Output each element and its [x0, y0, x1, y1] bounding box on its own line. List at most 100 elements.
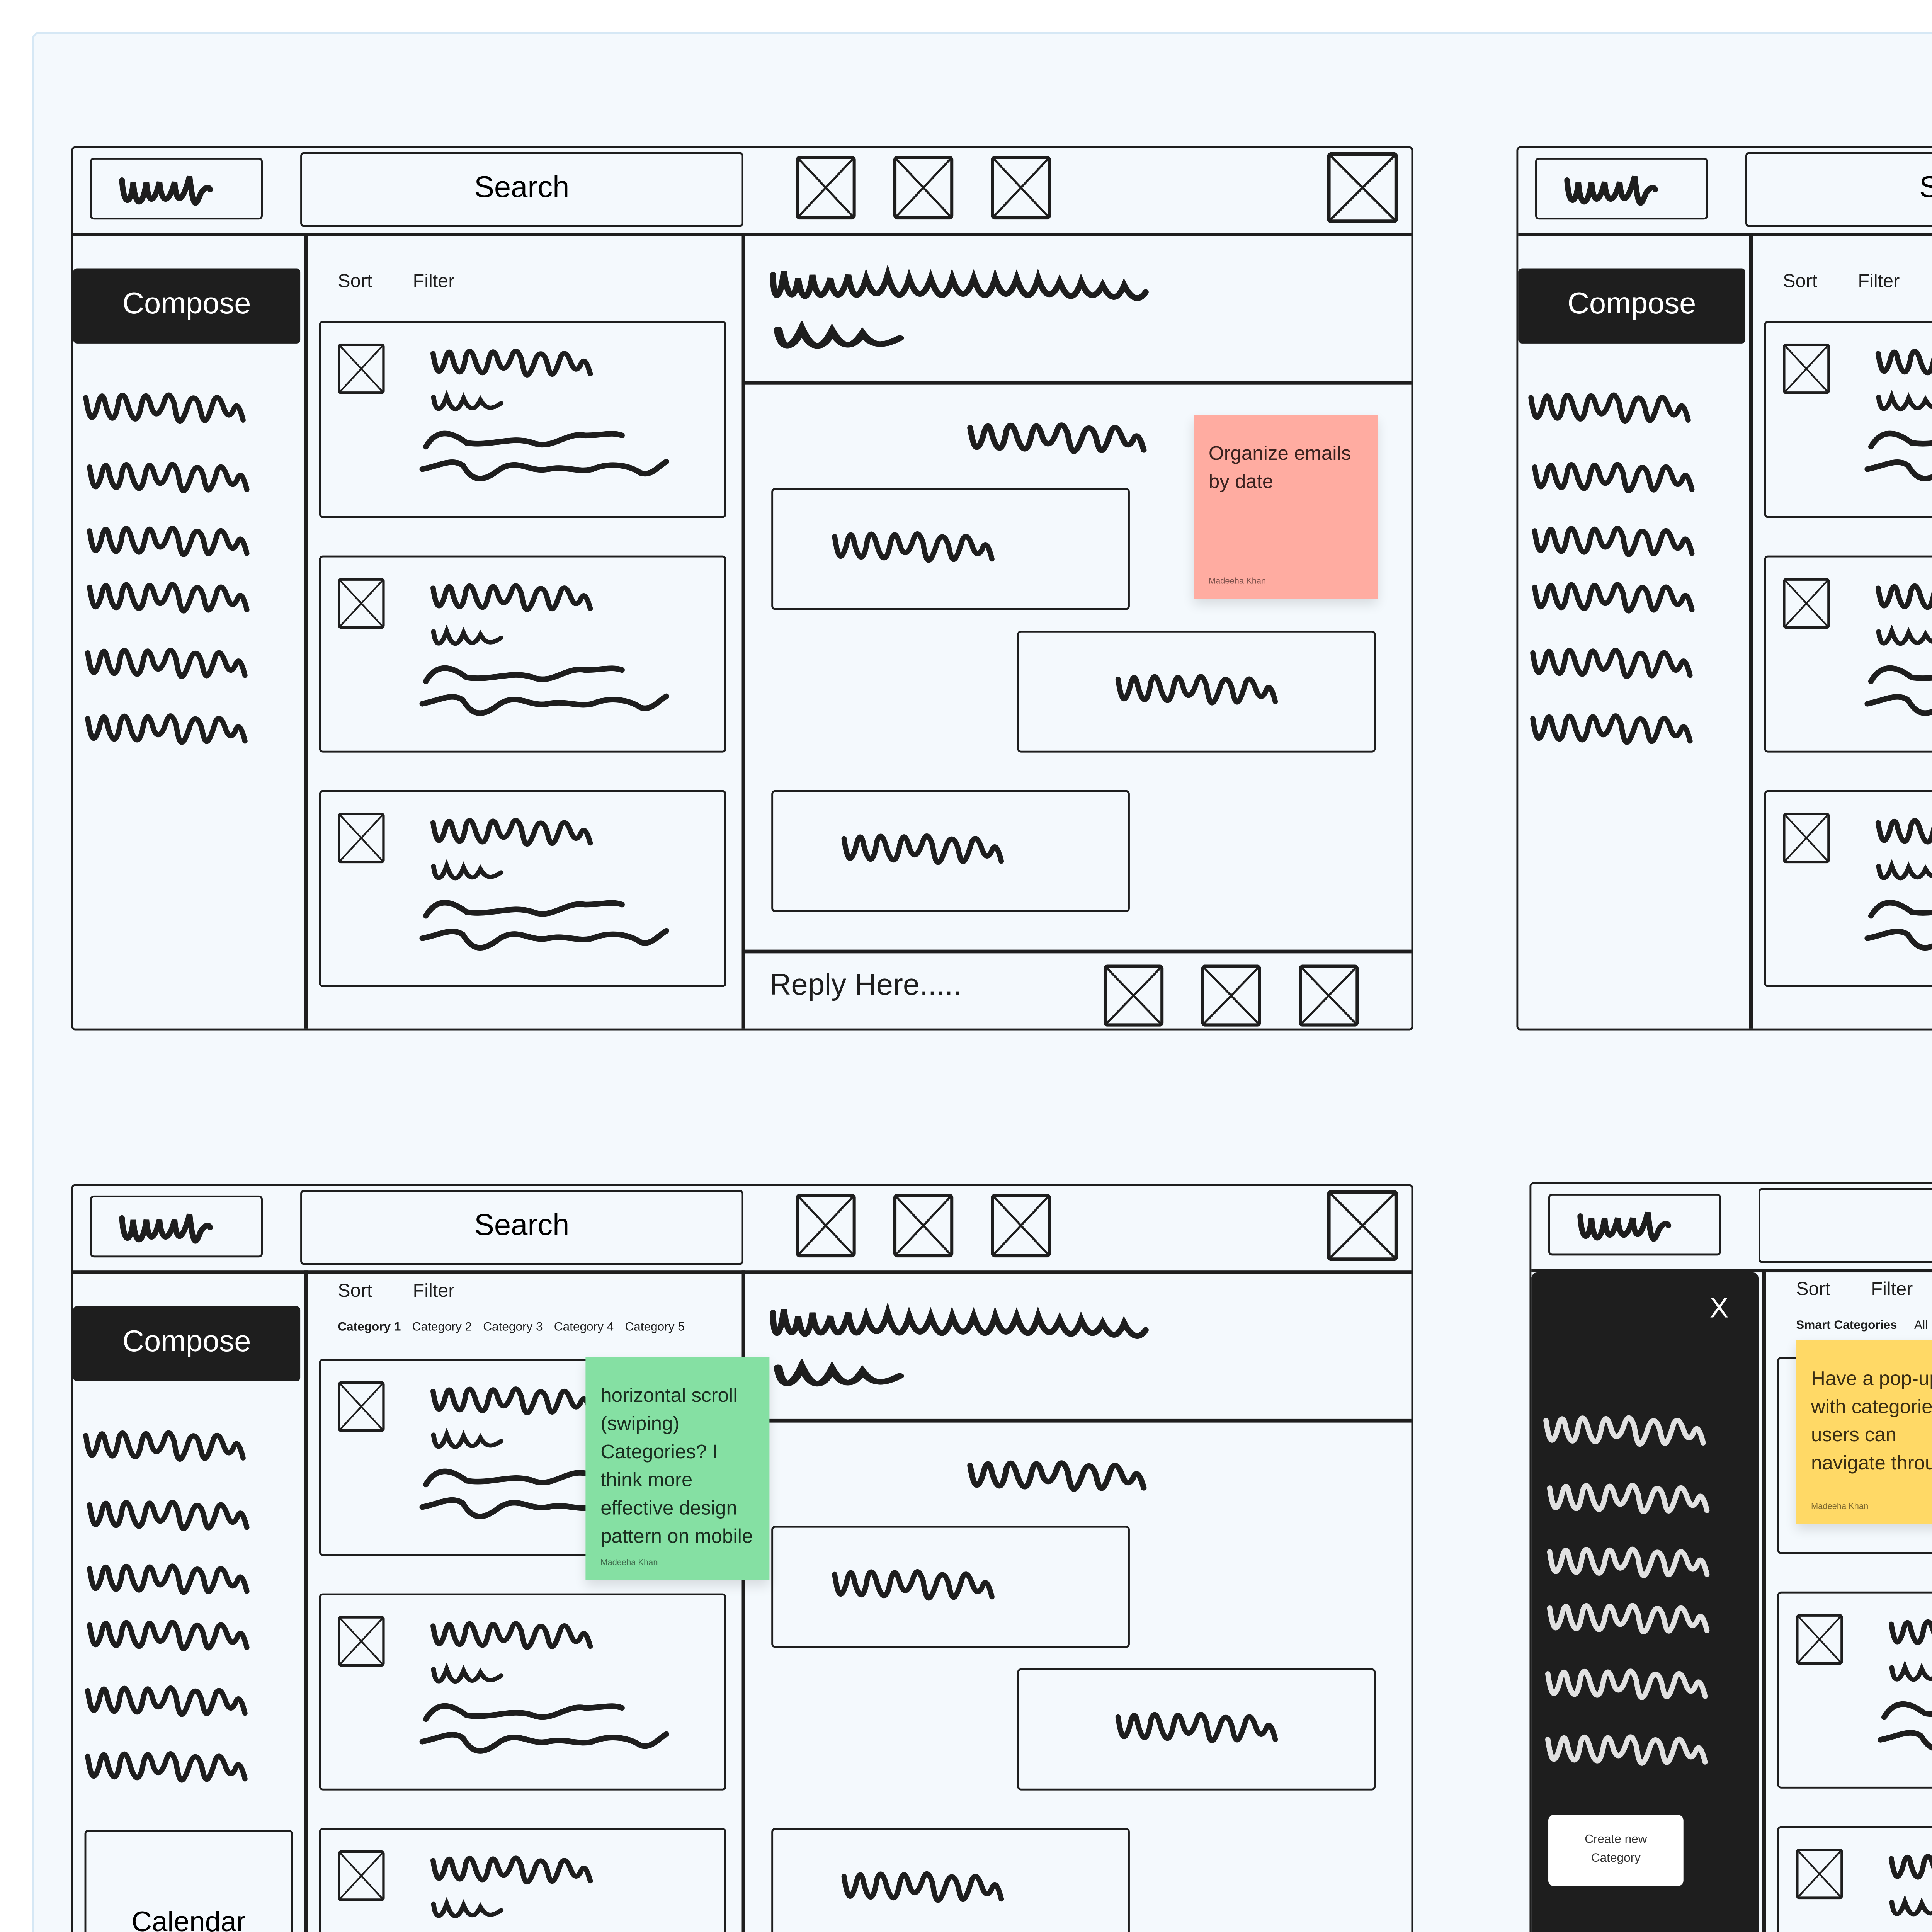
profile-icon[interactable]: [1327, 152, 1398, 223]
toolbar-icon-2[interactable]: [893, 1194, 953, 1257]
category-tab-3[interactable]: Category 3: [483, 1321, 543, 1335]
category-item-4[interactable]: [1546, 1595, 1726, 1640]
compose-button[interactable]: Compose: [73, 1306, 301, 1381]
toolbar-icon-3[interactable]: [991, 1194, 1051, 1257]
filter-button[interactable]: Filter: [1871, 1280, 1913, 1301]
folder-item-6[interactable]: [85, 1743, 265, 1789]
email-card-2[interactable]: [319, 555, 726, 753]
search-bar[interactable]: Search: [1745, 152, 1932, 227]
logo-scribble-icon: [118, 171, 231, 208]
folder-item-2[interactable]: [1531, 454, 1711, 499]
email-card-1[interactable]: [1764, 321, 1932, 518]
sticky-note-organize[interactable]: Organize emails by date Madeeha Khan: [1194, 415, 1378, 599]
logo[interactable]: [1548, 1194, 1721, 1256]
email-card-3[interactable]: [319, 1828, 726, 1932]
logo-scribble-icon: [1563, 171, 1676, 208]
folder-item-1[interactable]: [83, 1423, 263, 1468]
email-subject: [430, 1897, 505, 1920]
email-card-2[interactable]: [1764, 555, 1932, 753]
category-item-2[interactable]: [1546, 1475, 1726, 1520]
folder-item-3[interactable]: [1531, 518, 1711, 563]
category-item-3[interactable]: [1546, 1539, 1726, 1584]
reply-icon-3[interactable]: [1299, 964, 1359, 1026]
folder-item-4[interactable]: [86, 1612, 266, 1657]
folder-item-5[interactable]: [1529, 640, 1709, 685]
email-sender: [430, 1849, 610, 1890]
folder-item-3[interactable]: [86, 1556, 266, 1601]
sort-button[interactable]: Sort: [338, 272, 372, 293]
message-bubble-1[interactable]: [771, 1526, 1130, 1648]
message-bubble-3[interactable]: [771, 1828, 1130, 1932]
folder-item-5[interactable]: [85, 1678, 265, 1723]
close-drawer-button[interactable]: X: [1709, 1293, 1729, 1325]
email-card-3[interactable]: [319, 790, 726, 987]
filter-button[interactable]: Filter: [413, 1282, 455, 1303]
smart-categories-tab[interactable]: Smart Categories: [1796, 1319, 1897, 1333]
email-preview: [1877, 1691, 1932, 1755]
sort-button[interactable]: Sort: [1783, 272, 1818, 293]
folder-item-6[interactable]: [1529, 706, 1709, 751]
compose-button[interactable]: Compose: [73, 268, 301, 344]
toolbar-icon-2[interactable]: [893, 156, 953, 219]
categories-drawer: X Create new Category: [1531, 1272, 1759, 1932]
logo[interactable]: [1535, 157, 1708, 220]
email-subject: [1888, 1661, 1932, 1683]
message-bubble-2[interactable]: [1017, 1668, 1376, 1791]
email-card-2[interactable]: [319, 1593, 726, 1791]
email-card-2[interactable]: [1777, 1591, 1932, 1789]
category-item-1[interactable]: [1543, 1408, 1723, 1453]
search-bar[interactable]: Search: [1759, 1188, 1932, 1263]
email-preview: [1864, 655, 1932, 719]
category-tab-4[interactable]: Category 4: [554, 1321, 614, 1335]
email-card-3[interactable]: [1777, 1826, 1932, 1932]
reply-icon-2[interactable]: [1201, 964, 1261, 1026]
calendar-button[interactable]: Calendar: [84, 1830, 293, 1932]
all-tab[interactable]: All: [1914, 1319, 1928, 1333]
folder-item-3[interactable]: [86, 518, 266, 563]
folder-item-1[interactable]: [83, 385, 263, 430]
folder-item-4[interactable]: [86, 574, 266, 619]
folder-item-1[interactable]: [1528, 385, 1708, 430]
email-card-3[interactable]: [1764, 790, 1932, 987]
search-bar[interactable]: Search: [300, 152, 743, 227]
folder-item-2[interactable]: [86, 454, 266, 499]
sticky-text: Have a pop-up with categories users can …: [1811, 1368, 1932, 1475]
category-tab-2[interactable]: Category 2: [412, 1321, 472, 1335]
category-tab-1[interactable]: Category 1: [338, 1321, 401, 1335]
reply-input[interactable]: Reply Here.....: [769, 970, 962, 1002]
list-divider: [741, 233, 744, 1029]
email-card-1[interactable]: [319, 321, 726, 518]
message-subject: [769, 265, 1163, 306]
sort-button[interactable]: Sort: [338, 1282, 372, 1303]
folder-item-6[interactable]: [85, 706, 265, 751]
email-avatar-icon: [1783, 813, 1830, 863]
message-bubble-1[interactable]: [771, 488, 1130, 610]
folder-item-5[interactable]: [85, 640, 265, 685]
sidebar-divider: [304, 233, 307, 1029]
toolbar-icon-1[interactable]: [796, 1194, 855, 1257]
category-item-6[interactable]: [1544, 1726, 1725, 1772]
sticky-note-popup-categories[interactable]: Have a pop-up with categories users can …: [1796, 1340, 1932, 1524]
search-bar[interactable]: Search: [300, 1190, 743, 1265]
message-bubble-3[interactable]: [771, 790, 1130, 912]
filter-button[interactable]: Filter: [1858, 272, 1900, 293]
category-item-5[interactable]: [1544, 1661, 1725, 1706]
profile-icon[interactable]: [1327, 1190, 1398, 1261]
toolbar-icon-3[interactable]: [991, 156, 1051, 219]
folder-item-2[interactable]: [86, 1492, 266, 1537]
sticky-note-horizontal-scroll[interactable]: horizontal scroll (swiping) Categories? …: [585, 1357, 770, 1580]
category-tab-5[interactable]: Category 5: [625, 1321, 685, 1335]
message-sender: [771, 321, 906, 351]
sort-button[interactable]: Sort: [1796, 1280, 1831, 1301]
email-preview: [418, 1693, 677, 1757]
reply-icon-1[interactable]: [1104, 964, 1163, 1026]
toolbar-icon-1[interactable]: [796, 156, 855, 219]
create-category-button[interactable]: Create new Category: [1548, 1815, 1684, 1886]
filter-button[interactable]: Filter: [413, 272, 455, 293]
logo[interactable]: [90, 1195, 263, 1258]
logo[interactable]: [90, 157, 263, 220]
message-bubble-2[interactable]: [1017, 630, 1376, 753]
compose-button[interactable]: Compose: [1518, 268, 1746, 344]
email-subject: [1888, 1896, 1932, 1918]
folder-item-4[interactable]: [1531, 574, 1711, 619]
